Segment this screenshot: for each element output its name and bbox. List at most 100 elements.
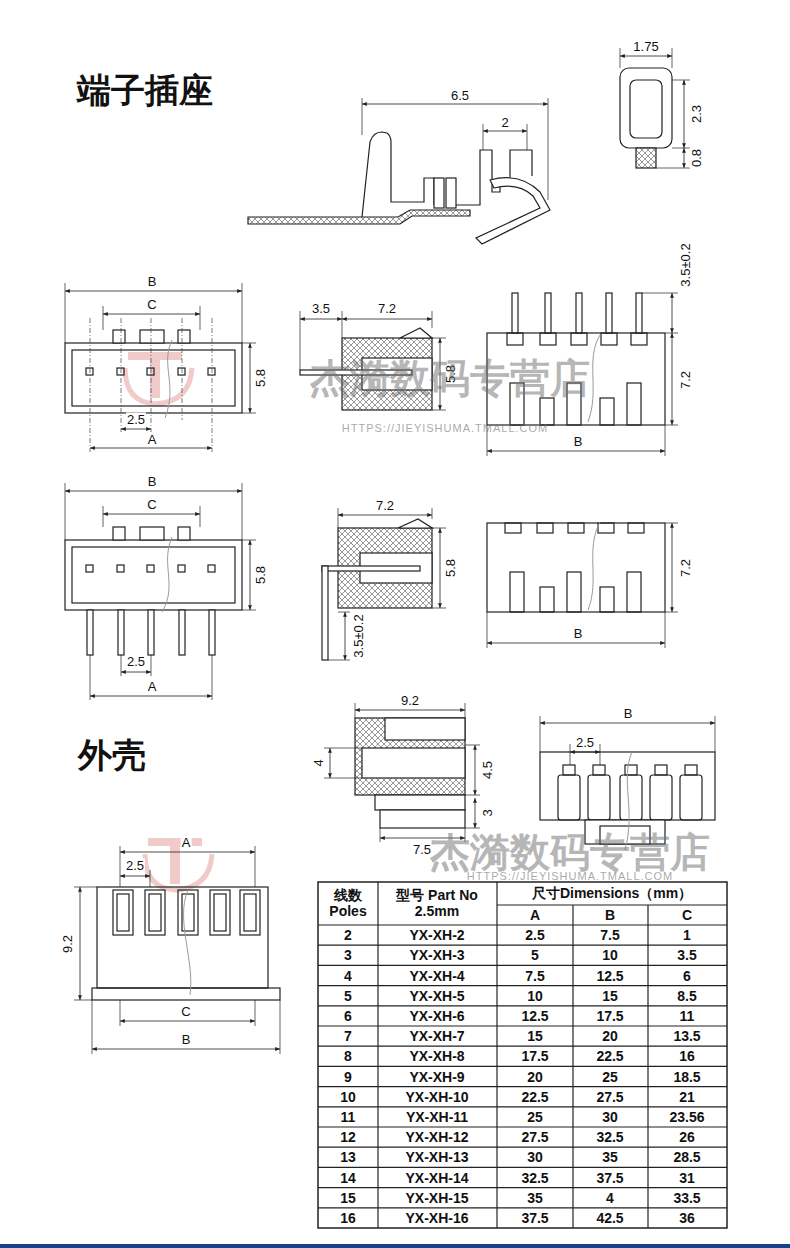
housing-side-view: [324, 703, 480, 842]
table-cell: C: [682, 908, 692, 922]
terminal-end-view: [620, 48, 690, 168]
table-cell: 20: [602, 1029, 618, 1043]
dimension-label: 2.5: [126, 413, 146, 426]
table-cell: 12.5: [521, 1009, 548, 1023]
table-cell: 尺寸Dimensions（mm）: [532, 886, 692, 900]
table-cell: YX-XH-5: [409, 989, 464, 1003]
table-cell: YX-XH-4: [409, 969, 464, 983]
dimension-label: 5.8: [254, 368, 267, 388]
table-cell: 13.5: [673, 1029, 700, 1043]
dimension-label: 3: [481, 808, 494, 817]
watermark-url: HTTPS://JIEYISHUMA.TMALL.COM: [467, 871, 673, 882]
table-cell: 15: [527, 1029, 543, 1043]
table-cell: 1: [683, 928, 691, 942]
housing-top-view: [540, 716, 715, 850]
dimension-label: 2.3: [690, 104, 703, 124]
table-cell: 22.5: [596, 1049, 623, 1063]
dimension-label: 6.5: [450, 89, 470, 102]
table-cell: YX-XH-15: [405, 1191, 468, 1205]
dimension-label: 7.5: [412, 843, 432, 856]
table-cell: YX-XH-12: [405, 1130, 468, 1144]
dimension-label: B: [181, 1033, 192, 1046]
table-cell: 5: [344, 989, 352, 1003]
table-cell: 37.5: [596, 1171, 623, 1185]
table-cell: 7.5: [600, 928, 619, 942]
dimension-label: C: [180, 1005, 191, 1018]
table-cell: YX-XH-10: [405, 1090, 468, 1104]
table-cell: 17.5: [521, 1049, 548, 1063]
dimension-label: 7.2: [679, 370, 692, 390]
table-cell: 11: [341, 1110, 356, 1124]
table-cell: B: [605, 908, 615, 922]
dimension-label: C: [146, 298, 157, 311]
dimension-label: 4: [312, 758, 325, 767]
table-cell: 16: [340, 1211, 356, 1225]
table-cell: YX-XH-9: [409, 1070, 464, 1084]
table-cell: 10: [527, 989, 543, 1003]
terminal-side-view: [248, 98, 550, 244]
dimension-label: 0.8: [690, 148, 703, 168]
table-cell: 2: [344, 928, 352, 942]
table-cell: 23.56: [669, 1110, 704, 1124]
table-cell: 8: [344, 1049, 352, 1063]
table-cell: YX-XH-2: [409, 928, 464, 942]
table-header: 线数 Poles: [320, 887, 376, 919]
table-cell: 33.5: [673, 1191, 700, 1205]
dimension-label: 3.5±0.2: [679, 242, 692, 287]
dimension-label: 5.8: [444, 558, 457, 578]
table-cell: 21: [679, 1090, 695, 1104]
header-side-view: [322, 508, 446, 660]
dimension-label: 4.5: [481, 760, 494, 780]
table-cell: 8.5: [677, 989, 696, 1003]
table-cell: 11: [680, 1009, 695, 1023]
table-cell: 5: [531, 948, 539, 962]
table-cell: 2.5: [525, 928, 544, 942]
table-cell: 13: [340, 1150, 356, 1164]
table-cell: 3: [344, 948, 352, 962]
table-cell: 17.5: [596, 1009, 623, 1023]
dimension-label: B: [573, 435, 584, 448]
header-front-view: [65, 283, 256, 452]
header-back-view: [487, 522, 678, 648]
dimension-table: [318, 882, 727, 1228]
table-cell: 27.5: [521, 1130, 548, 1144]
dimension-label: 5.8: [254, 565, 267, 585]
table-cell: 14: [340, 1171, 356, 1185]
dimension-label: 3.5±0.2: [352, 613, 365, 658]
dimension-label: 7.2: [679, 558, 692, 578]
table-cell: 10: [340, 1090, 356, 1104]
dimension-label: B: [147, 275, 158, 288]
table-cell: YX-XH-6: [409, 1009, 464, 1023]
table-cell: 12: [340, 1130, 356, 1144]
dimension-label: 2.5: [125, 859, 145, 872]
dimension-label: A: [147, 680, 158, 693]
dimension-label: 2: [500, 116, 509, 129]
dimension-label: 7.2: [377, 302, 397, 315]
table-cell: 31: [679, 1171, 695, 1185]
table-cell: 12.5: [596, 969, 623, 983]
table-cell: 4: [344, 969, 352, 983]
dimension-label: 2.5: [126, 655, 146, 668]
table-cell: 6: [344, 1009, 352, 1023]
dimension-label: 9.2: [61, 934, 74, 954]
table-cell: 9: [344, 1070, 352, 1084]
table-cell: 7: [344, 1029, 352, 1043]
table-cell: YX-XH-8: [409, 1049, 464, 1063]
table-cell: YX-XH-3: [409, 948, 464, 962]
watermark: 杰漪数码专营店: [310, 358, 590, 398]
table-cell: 7.5: [525, 969, 544, 983]
table-cell: 32.5: [596, 1130, 623, 1144]
table-cell: 10: [602, 948, 618, 962]
table-cell: 26: [679, 1130, 695, 1144]
table-cell: YX-XH-11: [406, 1110, 468, 1124]
table-cell: 25: [527, 1110, 543, 1124]
section-heading: 外壳: [78, 738, 146, 772]
housing-front-view: [74, 846, 280, 1054]
table-cell: 15: [340, 1191, 356, 1205]
dimension-label: A: [147, 433, 158, 446]
table-cell: 28.5: [673, 1150, 700, 1164]
watermark-url: HTTPS://JIEYISHUMA.TMALL.COM: [342, 423, 548, 434]
dimension-label: 1.75: [632, 40, 659, 53]
